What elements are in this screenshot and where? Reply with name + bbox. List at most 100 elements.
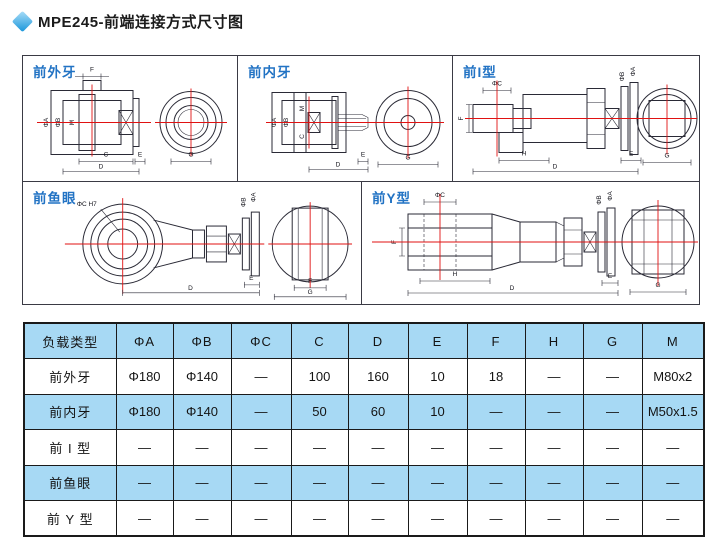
column-header: E	[407, 322, 468, 359]
table-cell: —	[290, 429, 349, 466]
panel-label: 前鱼眼	[33, 191, 77, 206]
table-cell: 10	[407, 393, 468, 430]
dim-label: E	[629, 151, 634, 158]
dim-label: D	[510, 285, 515, 292]
table-row: 前鱼眼——————————	[23, 464, 705, 501]
panel-label: 前Y型	[372, 191, 412, 206]
front-y-type-drawing: ΦC F ΦB ΦA H E D	[372, 191, 698, 296]
dim-label: E	[361, 152, 366, 159]
table-cell: —	[290, 500, 349, 537]
dim-label: G	[655, 282, 660, 289]
table-cell: —	[641, 429, 705, 466]
diamond-icon	[11, 10, 34, 33]
table-cell: —	[524, 500, 584, 537]
table-cell: 18	[466, 358, 526, 395]
panel-front-i-type: 前I型 F ΦC ΦB ΦA H E D	[453, 56, 699, 182]
dim-label: M	[299, 106, 306, 111]
table-cell: —	[641, 500, 705, 537]
dim-label: F	[90, 67, 94, 74]
column-header: C	[290, 322, 349, 359]
table-cell: —	[407, 429, 468, 466]
table-cell: —	[115, 500, 174, 537]
column-header: 负载类型	[23, 322, 117, 359]
column-header: F	[466, 322, 526, 359]
table-cell: —	[230, 464, 292, 501]
column-header: D	[347, 322, 409, 359]
table-cell: —	[172, 464, 232, 501]
table-cell: —	[466, 500, 526, 537]
row-label: 前 I 型	[23, 429, 117, 466]
panel-front-internal-thread: 前内牙 ΦA ΦB M C E D G	[238, 56, 453, 182]
panel-label: 前外牙	[33, 65, 77, 80]
table-cell: —	[230, 393, 292, 430]
front-external-thread-drawing: F ΦA ΦB M C E D G	[37, 67, 227, 175]
dim-label: C	[104, 152, 109, 159]
table-cell: —	[582, 358, 643, 395]
table-cell: —	[230, 429, 292, 466]
panel-label: 前内牙	[248, 65, 292, 80]
dim-label: C	[299, 134, 306, 139]
table-cell: —	[115, 429, 174, 466]
panel-front-fisheye: 前鱼眼 ΦC H7 ΦB ΦA E D	[23, 182, 362, 304]
dim-label: F	[308, 278, 312, 285]
column-header: ΦC	[230, 322, 292, 359]
table-cell: Φ180	[115, 393, 174, 430]
table-cell: —	[407, 500, 468, 537]
page-title: MPE245-前端连接方式尺寸图	[38, 14, 244, 31]
front-internal-thread-drawing: ΦA ΦB M C E D G	[266, 86, 444, 173]
table-cell: —	[230, 358, 292, 395]
panel-front-y-type: 前Y型 ΦC F ΦB ΦA H E D	[362, 182, 699, 304]
table-cell: —	[466, 393, 526, 430]
table-cell: —	[172, 429, 232, 466]
dim-label: D	[553, 164, 558, 171]
column-header: ΦA	[115, 322, 174, 359]
table-cell: —	[347, 429, 409, 466]
dim-label: D	[99, 164, 104, 171]
table-cell: —	[115, 464, 174, 501]
table-cell: Φ180	[115, 358, 174, 395]
table-cell: —	[172, 500, 232, 537]
dim-label: E	[138, 152, 143, 159]
table-row: 前 Y 型——————————	[23, 500, 705, 537]
dim-label: E	[608, 273, 613, 280]
column-header: G	[582, 322, 643, 359]
table-row: 前 I 型——————————	[23, 429, 705, 466]
row-label: 前外牙	[23, 358, 117, 395]
front-fisheye-drawing: ΦC H7 ΦB ΦA E D F G	[64, 192, 353, 300]
table-cell: —	[582, 429, 643, 466]
table-cell: —	[466, 464, 526, 501]
dim-label: ΦB	[596, 195, 603, 205]
front-i-type-drawing: F ΦC ΦB ΦA H E D G	[458, 66, 698, 175]
table-cell: Φ140	[172, 358, 232, 395]
table-cell: 50	[290, 393, 349, 430]
dim-label: G	[405, 155, 410, 162]
table-cell: —	[641, 464, 705, 501]
dim-label: ΦB	[619, 72, 626, 82]
table-cell: —	[524, 393, 584, 430]
table-cell: —	[582, 393, 643, 430]
row-label: 前 Y 型	[23, 500, 117, 537]
table-cell: —	[347, 500, 409, 537]
table-cell: —	[407, 464, 468, 501]
table-cell: —	[230, 500, 292, 537]
dim-label: E	[249, 275, 254, 282]
table-cell: M50x1.5	[641, 393, 705, 430]
row-label: 前鱼眼	[23, 464, 117, 501]
drawing-panel: 前外牙 F ΦA ΦB M C E D G	[22, 55, 700, 305]
dim-label: D	[336, 162, 341, 169]
column-header: ΦB	[172, 322, 232, 359]
table-cell: 60	[347, 393, 409, 430]
dim-label: H	[522, 151, 527, 158]
table-cell: —	[290, 464, 349, 501]
dim-label: G	[664, 153, 669, 160]
column-header: H	[524, 322, 584, 359]
table-cell: 10	[407, 358, 468, 395]
dim-label: G	[188, 152, 193, 159]
dim-label: ΦA	[630, 66, 637, 76]
dim-label: G	[308, 289, 313, 296]
table-cell: —	[582, 464, 643, 501]
panel-label: 前I型	[463, 65, 497, 80]
